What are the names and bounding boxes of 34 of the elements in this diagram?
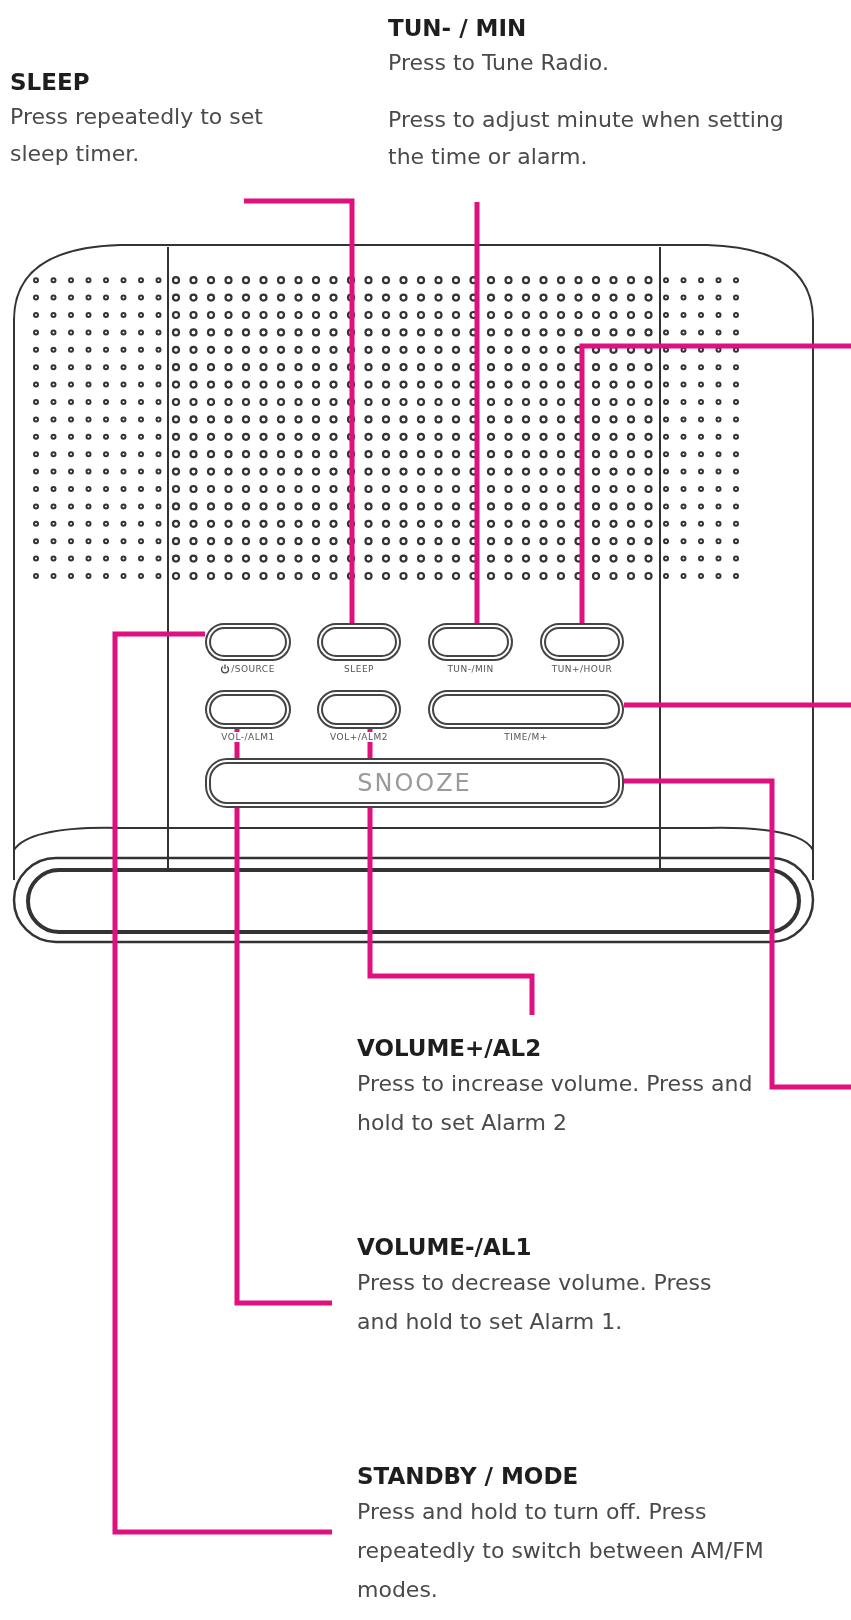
button-label: SLEEP xyxy=(343,664,375,674)
button-name-heading: VOLUME-/AL1 xyxy=(357,1233,533,1262)
leader-line xyxy=(234,729,332,1306)
leader-line xyxy=(579,343,851,623)
button-label: TUN+/HOUR xyxy=(550,664,614,674)
push-button xyxy=(317,623,401,661)
push-button xyxy=(205,690,291,729)
push-button xyxy=(428,623,513,661)
description-text: Press and hold to turn off. Press repeatedly to switch between AM/FM modes. xyxy=(357,1498,765,1605)
button-label: TIME/M+ xyxy=(503,732,549,742)
button-label: /SOURCE xyxy=(230,664,276,674)
button-label: VOL+/ALM2 xyxy=(329,732,389,742)
button-name-heading: VOLUME+/AL2 xyxy=(357,1034,543,1063)
leader-line xyxy=(474,202,480,623)
description-text: Press to increase volume. Press and hold to set Alarm 2 xyxy=(357,1070,754,1138)
button-label: VOL-/ALM1 xyxy=(220,732,276,742)
leader-line xyxy=(112,631,332,1535)
button-name-heading: STANDBY / MODE xyxy=(357,1462,580,1491)
description-text: Press to Tune Radio. xyxy=(388,49,610,78)
leader-line xyxy=(624,778,851,1090)
leader-line xyxy=(624,702,851,708)
button-label: TUN-/MIN xyxy=(446,664,495,674)
description-text: Press to adjust minute when setting the time or alarm. xyxy=(388,106,785,172)
push-button xyxy=(540,623,624,661)
leader-line xyxy=(244,198,355,623)
leader-line xyxy=(367,729,535,1015)
description-text: Press repeatedly to set sleep timer. xyxy=(10,103,264,169)
button-name-heading: SLEEP xyxy=(10,68,91,97)
button-name-heading: TUN- / MIN xyxy=(388,14,528,43)
push-button xyxy=(317,690,401,729)
push-button: SNOOZE xyxy=(205,758,624,808)
description-text: Press to decrease volume. Press and hold to set Alarm 1. xyxy=(357,1269,713,1337)
push-button xyxy=(205,623,291,661)
push-button xyxy=(428,690,624,729)
